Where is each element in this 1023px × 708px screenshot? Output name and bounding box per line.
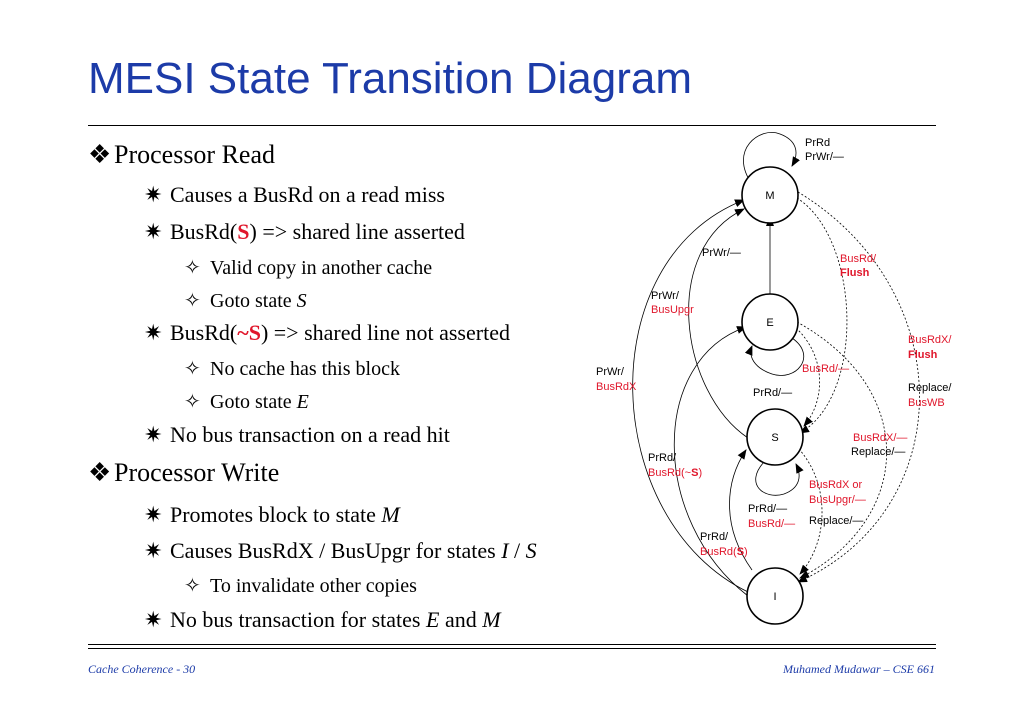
edge-label: BusRd/— — [802, 363, 849, 375]
bullet-invalidate: ✧To invalidate other copies — [184, 575, 417, 597]
s-to-m-edge — [688, 208, 749, 439]
edge-label: Flush — [840, 267, 870, 279]
star-bullet-icon: ✷ — [144, 538, 163, 563]
footer-divider-top — [88, 644, 936, 645]
sparkle-bullet-icon: ✧ — [184, 575, 201, 597]
edge-label: Replace/ — [908, 382, 952, 394]
state-s-label: S — [771, 432, 778, 444]
state-m-label: M — [765, 190, 774, 202]
i-to-e-edge — [673, 326, 749, 597]
edge-label: BusRd/— — [748, 518, 795, 530]
m-to-s-edge — [796, 197, 848, 434]
edge-label: BusRd(~S) — [648, 467, 702, 479]
edge-label: PrRd/— — [748, 503, 787, 515]
edge-label: PrRd/ — [700, 531, 729, 543]
bullet-promotes: ✷Promotes block to state M — [144, 502, 400, 527]
state-s-node: S — [746, 408, 804, 466]
edge-label: BusRd(S) — [700, 546, 748, 558]
bullet-busrdx: ✷Causes BusRdX / BusUpgr for states I / … — [144, 538, 537, 563]
footer-divider-bottom — [88, 648, 936, 649]
bullet-read-miss: ✷Causes a BusRd on a read miss — [144, 182, 445, 207]
edge-label: Replace/— — [809, 515, 863, 527]
state-i-label: I — [773, 591, 776, 603]
page-title: MESI State Transition Diagram — [88, 54, 693, 103]
star-bullet-icon: ✷ — [144, 422, 163, 447]
star-bullet-icon: ✷ — [144, 182, 163, 207]
bullet-no-bus: ✷No bus transaction for states E and M — [144, 607, 501, 632]
diamond-bullet-icon: ❖ — [88, 458, 112, 487]
star-bullet-icon: ✷ — [144, 320, 163, 345]
edge-label: PrWr/ — [596, 366, 625, 378]
edge-label: BusRdX or — [809, 479, 863, 491]
bullet-goto-e: ✧Goto state E — [184, 391, 309, 413]
edge-label: PrWr/— — [702, 247, 741, 259]
s-self-loop-edge — [755, 461, 804, 496]
edge-label: Flush — [908, 349, 938, 361]
bullet-no-cache: ✧No cache has this block — [184, 358, 400, 380]
bullet-processor-read: ❖Processor Read — [88, 140, 276, 169]
edge-label: BusRdX/— — [853, 432, 907, 444]
edge-label: BusUpgr/— — [809, 494, 866, 506]
title-divider — [88, 125, 936, 126]
sparkle-bullet-icon: ✧ — [184, 290, 201, 312]
state-m-node: M — [741, 166, 799, 224]
edge-label: BusWB — [908, 397, 945, 409]
bullet-goto-s: ✧Goto state S — [184, 290, 307, 312]
s-to-i-edge — [795, 445, 823, 575]
i-to-s-edge — [729, 449, 753, 571]
state-i-node: I — [746, 567, 804, 625]
e-to-s-edge — [795, 327, 821, 427]
edge-label: Replace/— — [851, 446, 905, 458]
state-e-label: E — [766, 317, 773, 329]
edge-label: PrWr/— — [805, 151, 844, 163]
bullet-busrd-shared: ✷BusRd(S) => shared line asserted — [144, 219, 465, 244]
edge-label: PrWr/ — [651, 290, 680, 302]
sparkle-bullet-icon: ✧ — [184, 358, 201, 380]
e-self-loop-edge — [744, 337, 805, 376]
star-bullet-icon: ✷ — [144, 219, 163, 244]
footer-right: Muhamed Mudawar – CSE 661 — [783, 662, 935, 676]
sparkle-bullet-icon: ✧ — [184, 257, 201, 279]
m-self-loop-edge — [743, 132, 800, 185]
edge-label: PrRd/ — [648, 452, 677, 464]
edge-label: BusRdX — [596, 381, 637, 393]
edge-label: PrRd/— — [753, 387, 792, 399]
bullet-processor-write: ❖Processor Write — [88, 458, 280, 487]
state-e-node: E — [741, 293, 799, 351]
diamond-bullet-icon: ❖ — [88, 140, 112, 169]
sparkle-bullet-icon: ✧ — [184, 391, 201, 413]
i-to-m-edge — [632, 199, 749, 593]
bullet-valid-copy: ✧Valid copy in another cache — [184, 257, 433, 279]
star-bullet-icon: ✷ — [144, 502, 163, 527]
edge-label: BusRdX/ — [908, 334, 952, 346]
footer-left: Cache Coherence - 30 — [88, 662, 196, 676]
star-bullet-icon: ✷ — [144, 607, 163, 632]
edge-label: BusUpgr — [651, 304, 694, 316]
bullet-read-hit: ✷No bus transaction on a read hit — [144, 422, 450, 447]
edge-label: BusRd/ — [840, 253, 877, 265]
edge-label: PrRd — [805, 137, 830, 149]
m-to-i-edge — [797, 191, 920, 583]
bullet-busrd-not-shared: ✷BusRd(~S) => shared line not asserted — [144, 320, 510, 345]
